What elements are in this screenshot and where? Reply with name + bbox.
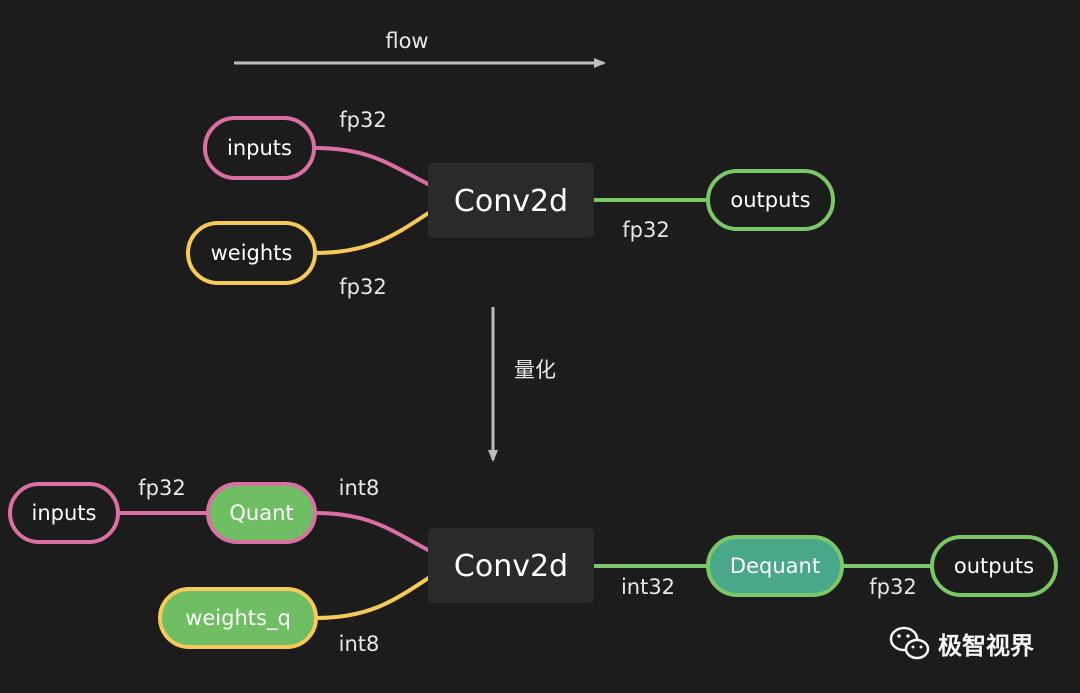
- node-weights-top: weights: [186, 221, 317, 285]
- node-weights-q-label: weights_q: [185, 606, 291, 631]
- node-outputs-top: outputs: [706, 169, 835, 231]
- transform-label: 量化: [514, 358, 556, 382]
- type-weights-top: fp32: [339, 275, 386, 299]
- flow-label: flow: [385, 29, 428, 53]
- node-dequant-label: Dequant: [730, 554, 820, 578]
- node-outputs-bottom-label: outputs: [954, 554, 1034, 578]
- edge-weightsq-conv: [315, 575, 432, 620]
- node-conv2d-bottom: Conv2d: [428, 528, 594, 603]
- node-conv2d-top-label: Conv2d: [454, 184, 568, 219]
- node-inputs-top: inputs: [203, 116, 316, 180]
- node-inputs-top-label: inputs: [227, 136, 292, 160]
- node-outputs-bottom: outputs: [930, 535, 1058, 597]
- type-conv-out: int32: [621, 575, 675, 599]
- node-conv2d-top: Conv2d: [428, 163, 594, 238]
- node-quant: Quant: [206, 482, 317, 544]
- type-outputs-top: fp32: [622, 218, 669, 242]
- node-outputs-top-label: outputs: [730, 188, 810, 212]
- node-weights-top-label: weights: [211, 241, 293, 265]
- type-outputs-bottom: fp32: [869, 575, 916, 599]
- type-inputs-bottom: fp32: [138, 476, 185, 500]
- node-dequant: Dequant: [706, 535, 844, 597]
- node-inputs-bottom: inputs: [8, 482, 120, 544]
- type-quant-out: int8: [339, 476, 380, 500]
- type-weights-q: int8: [339, 632, 380, 656]
- node-quant-label: Quant: [229, 501, 293, 525]
- node-inputs-bottom-label: inputs: [32, 501, 97, 525]
- node-conv2d-bottom-label: Conv2d: [454, 549, 568, 584]
- edge-inputs-conv-top: [314, 146, 431, 187]
- edge-weights-conv-top: [314, 210, 432, 255]
- edge-quant-conv: [314, 511, 431, 553]
- node-weights-q: weights_q: [158, 587, 318, 649]
- type-inputs-top: fp32: [339, 108, 386, 132]
- wechat-icon: [889, 626, 930, 660]
- watermark-text: 极智视界: [938, 632, 1034, 660]
